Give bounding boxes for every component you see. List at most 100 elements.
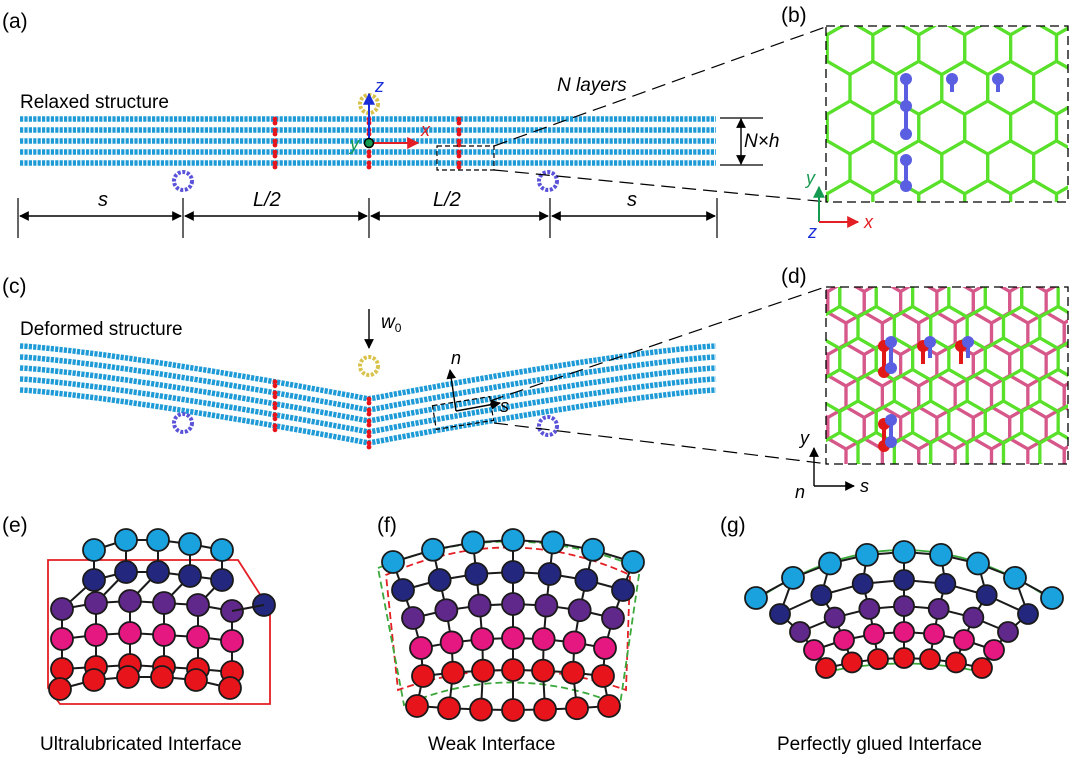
c-s-label: s (500, 396, 509, 416)
support-indenter-right-c (537, 415, 559, 437)
dim-half-l-right: L/2 (433, 189, 461, 211)
hexagon-cell (946, 26, 984, 37)
hexagon-cell-top (894, 496, 930, 538)
d-y-label: y (798, 428, 810, 448)
hexagon-cell-bottom (962, 287, 985, 294)
panel-a-label: (a) (2, 10, 28, 33)
grid-atom (461, 530, 485, 555)
hexagon-cell-bottom (919, 502, 955, 544)
grid-atom (427, 568, 452, 592)
hexagon-cell-bottom (853, 287, 876, 294)
hexagon-cell-top (1004, 496, 1040, 538)
red-atom-marker (272, 127, 278, 133)
hexagon-cell-top (1021, 287, 1023, 288)
grid-atom (983, 639, 1005, 661)
hexagon-cell-top (839, 287, 841, 288)
grid-atom (945, 651, 967, 674)
grid-atom (934, 572, 957, 595)
grid-atom (818, 551, 842, 576)
hexagon-cell-top (1036, 462, 1044, 464)
grid-atom (401, 606, 425, 630)
grid-atom (391, 578, 415, 602)
grid-atom (150, 665, 174, 689)
grid-atom (218, 676, 242, 700)
interlayer-atom (992, 73, 1004, 85)
red-atom-marker (366, 429, 372, 435)
red-atom-marker (272, 405, 278, 411)
grid-atom (574, 568, 599, 592)
red-atom-marker (272, 149, 278, 155)
hexagon-cell-bottom (973, 470, 1009, 512)
caption-e: Ultralubricated Interface (40, 734, 242, 755)
grid-atom (118, 589, 142, 613)
red-atom-marker (456, 120, 462, 126)
dim-half-l-left: L/2 (253, 189, 281, 211)
hexagon-cell-bottom (1046, 533, 1080, 575)
hexagon-cell-bottom (955, 502, 991, 544)
hexagon-cell (942, 220, 988, 273)
hexagon-cell-top (967, 496, 1003, 538)
support-indenter-left (172, 170, 194, 192)
grid-atom (409, 636, 433, 660)
grid-atom (851, 572, 874, 595)
red-atom-marker (272, 416, 278, 422)
grid-atom (975, 584, 998, 607)
grid-atom (562, 630, 587, 655)
hexagon-cell (988, 220, 1034, 273)
grid-atom (116, 665, 140, 689)
hexagon-cell-bottom (1035, 287, 1058, 294)
red-atom-marker (366, 411, 372, 417)
hexagon-cell (1038, 26, 1068, 37)
grid-atom (966, 551, 990, 576)
grid-atom (810, 584, 833, 607)
graphene-lattice-b (826, 26, 1080, 273)
hexagon-cell-bottom (989, 436, 1030, 464)
hexagon-cell-bottom (1026, 436, 1066, 464)
hexagon-cell-top (1058, 527, 1080, 569)
grid-atom (434, 598, 459, 623)
grid-atom (561, 660, 585, 685)
grid-atom (467, 593, 492, 618)
grid-atom (971, 657, 993, 679)
grid-atom (50, 597, 74, 621)
grid-atom (953, 629, 975, 651)
hexagon-cell-bottom (1062, 381, 1068, 412)
zoom-line-c-bottom (493, 422, 829, 465)
zoom-frame-b (825, 25, 1069, 203)
hexagon-cell (917, 178, 967, 202)
zoom-line-c-top (489, 285, 829, 402)
hexagon-cell (896, 220, 942, 273)
graphene-lattice-d-bottom (810, 287, 1080, 575)
grid-atom (997, 621, 1019, 643)
grid-atom (534, 593, 559, 618)
hexagon-cell-bottom (1062, 318, 1068, 349)
grid-atom (178, 532, 202, 556)
hexagon-cell-top (803, 464, 839, 506)
hexagon-cell-top (984, 287, 986, 288)
hexagon-cell (1034, 220, 1080, 273)
grid-atom (50, 627, 74, 651)
grid-atom (567, 598, 592, 623)
hexagon-cell-bottom (810, 502, 846, 544)
zoom-box-a (436, 145, 495, 171)
red-atom-marker (456, 160, 462, 166)
grid-atom (84, 591, 108, 615)
red-atom-marker (456, 138, 462, 144)
hexagon-cell (826, 191, 829, 202)
grid-atom (601, 606, 625, 630)
grid-atom (1017, 603, 1039, 625)
grid-atom (927, 597, 950, 620)
load-label: w0 (381, 312, 402, 335)
grid-atom (501, 560, 525, 584)
panel-d-label: (d) (781, 265, 807, 288)
grid-atom (892, 540, 916, 564)
hexagon-cell-top (1022, 527, 1058, 569)
grid-atom (114, 560, 138, 584)
y-axis-dot (363, 137, 375, 149)
red-atom-marker (272, 153, 278, 159)
hexagon-cell-top (1058, 464, 1080, 506)
hexagon-cell (854, 26, 892, 37)
hexagon-cell (826, 32, 829, 64)
